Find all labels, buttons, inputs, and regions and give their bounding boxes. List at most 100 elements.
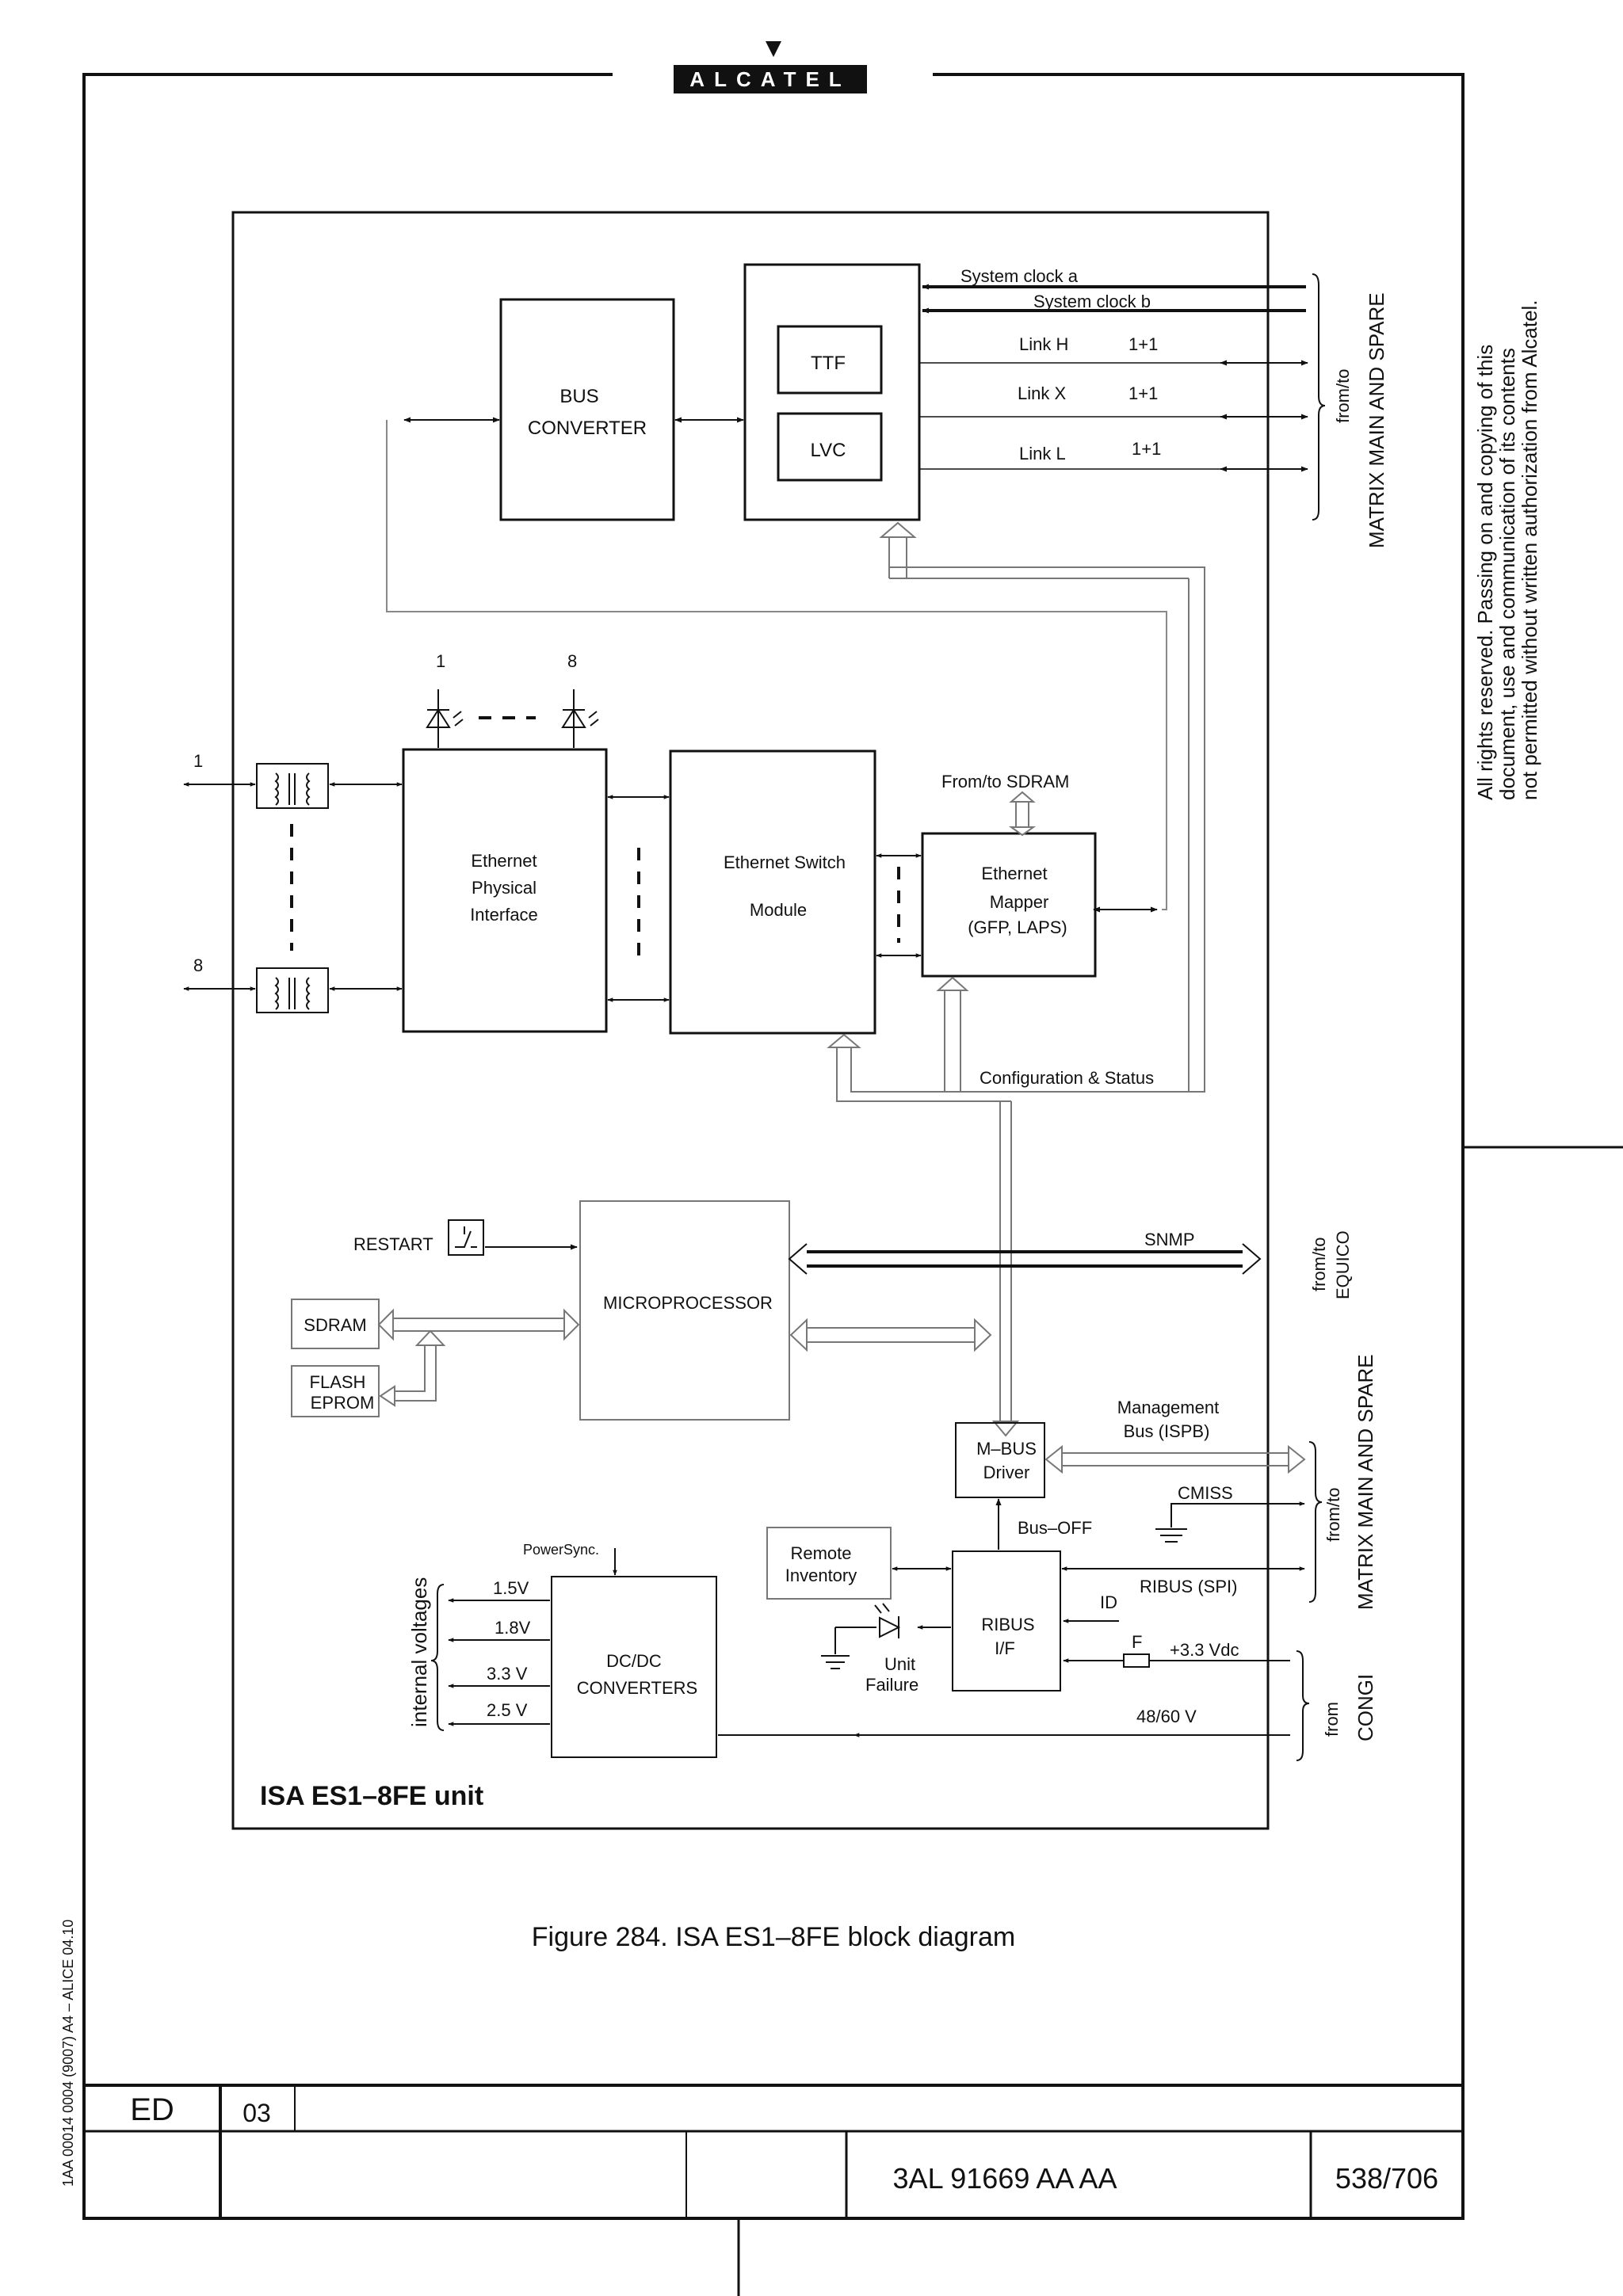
unit-failure-line-2: Failure (865, 1675, 918, 1695)
ttf-label: TTF (811, 353, 846, 374)
equico-from-to: from/to (1309, 1238, 1329, 1291)
link-l-redundancy: 1+1 (1132, 439, 1161, 459)
ribus-if-block: RIBUS I/F (952, 1550, 1061, 1691)
eth-switch-line-1: Ethernet Switch (724, 852, 846, 872)
restart-switch (448, 1219, 578, 1256)
dcdc-line-1: DC/DC (606, 1651, 662, 1671)
doc-number: 3AL 91669 AA AA (893, 2162, 1117, 2195)
ttf-block (777, 325, 883, 395)
copyright-notice: All rights reserved. Passing on and copy… (1473, 299, 1541, 800)
id-label: ID (1100, 1592, 1117, 1612)
config-status-bus-lower (827, 976, 1189, 1437)
copyright-line-1: All rights reserved. Passing on and copy… (1473, 345, 1497, 800)
mbus-line-2: Driver (983, 1463, 1030, 1482)
matrix-top-from-to: from/to (1333, 369, 1353, 423)
link-h-redundancy: 1+1 (1128, 334, 1158, 354)
eth-phy-line-1: Ethernet (471, 851, 537, 871)
page-number: 538/706 (1335, 2162, 1438, 2195)
bus-converter-block: BUS CONVERTER (499, 298, 675, 521)
config-status-bus (879, 521, 1205, 1093)
eth-phy-line-3: Interface (470, 905, 538, 925)
snmp-label: SNMP (1144, 1230, 1195, 1249)
flash-label-1: FLASH (310, 1372, 366, 1392)
figure-caption: Figure 284. ISA ES1–8FE block diagram (532, 1922, 1015, 1952)
management-bus-line-1: Management (1117, 1398, 1219, 1417)
sdram-block: SDRAM (291, 1299, 380, 1349)
flash-label-2: EPROM (311, 1393, 375, 1413)
eth-mapper-line-3: (GFP, LAPS) (968, 917, 1067, 937)
from-to-sdram-label: From/to SDRAM (941, 772, 1069, 791)
management-bus-line-2: Bus (ISPB) (1124, 1421, 1210, 1441)
ed-label: ED (130, 2092, 174, 2127)
remote-inventory-line-2: Inventory (785, 1566, 857, 1585)
page-frame (82, 73, 1623, 2296)
matrix-bottom-from-to: from/to (1323, 1488, 1343, 1542)
internal-voltages-label: internal voltages (407, 1577, 431, 1727)
copyright-line-3: not permitted without written authorizat… (1518, 299, 1541, 800)
led-indicators (426, 689, 599, 748)
bus-off-label: Bus–OFF (1018, 1518, 1092, 1538)
lvc-block (777, 412, 883, 482)
mbus-driver-block: M–BUS Driver (955, 1422, 1045, 1498)
lvc-label: LVC (811, 440, 846, 461)
port-first-label: 1 (193, 751, 203, 771)
unit-boundary (231, 211, 1270, 1830)
ethernet-switch-module-block: Ethernet Switch Module (669, 749, 876, 1035)
power-sync-label: PowerSync. (523, 1542, 599, 1558)
system-clock-a-label: System clock a (960, 266, 1079, 286)
equico-label: EQUICO (1333, 1230, 1353, 1299)
cmiss-line (1155, 1501, 1305, 1543)
lower-braces (1296, 1441, 1323, 1761)
eth-switch-line-2: Module (750, 900, 807, 920)
top-connections (386, 273, 1326, 913)
unit-label: ISA ES1–8FE unit (260, 1781, 483, 1811)
config-status-label: Configuration & Status (980, 1068, 1154, 1088)
link-h-label: Link H (1019, 334, 1068, 354)
eth-phy-line-2: Physical (472, 878, 537, 898)
port-transformers (183, 763, 922, 1013)
v33-label: +3.3 Vdc (1170, 1640, 1239, 1660)
link-x-label: Link X (1018, 383, 1066, 403)
microprocessor-label: MICROPROCESSOR (603, 1293, 773, 1313)
snmp-bus (788, 1243, 1262, 1275)
ribus-if-line-2: I/F (995, 1638, 1015, 1658)
microprocessor-internal-bus (789, 1318, 992, 1352)
logo-text: ALCATEL (689, 67, 850, 91)
eth-mapper-line-1: Ethernet (981, 864, 1047, 883)
bus-converter-line-1: BUS (559, 386, 598, 407)
memory-bus (377, 1308, 580, 1407)
management-bus (1044, 1444, 1306, 1474)
matrix-top-label: MATRIX MAIN AND SPARE (1365, 292, 1388, 548)
ribus-if-line-1: RIBUS (981, 1615, 1034, 1634)
remote-inventory-block: Remote Inventory (766, 1527, 892, 1600)
v25-label: 2.5 V (487, 1700, 528, 1720)
ribus-spi-label: RIBUS (SPI) (1140, 1577, 1237, 1596)
ttf-lvc-block: TTF LVC (743, 263, 921, 521)
ed-value: 03 (242, 2099, 271, 2127)
dcdc-line-2: CONVERTERS (577, 1678, 697, 1698)
fuse-label: F (1132, 1632, 1142, 1652)
v33b-label: 3.3 V (487, 1664, 528, 1684)
ethernet-physical-interface-block: Ethernet Physical Interface (402, 748, 608, 1033)
sdram-hollow-arrow (1008, 791, 1037, 837)
from-label: from (1322, 1702, 1342, 1737)
title-block (84, 2084, 1463, 2218)
v18-label: 1.8V (495, 1618, 531, 1638)
v4860-label: 48/60 V (1136, 1707, 1197, 1726)
matrix-bottom-label: MATRIX MAIN AND SPARE (1354, 1354, 1377, 1610)
alcatel-logo: ALCATEL (674, 41, 867, 93)
voltage-outputs (430, 1584, 550, 1731)
copyright-line-2: document, use and communication of its c… (1495, 348, 1519, 800)
cmiss-label: CMISS (1178, 1483, 1233, 1503)
ribus-connections (718, 1566, 1305, 1737)
bus-converter-line-2: CONVERTER (528, 418, 647, 439)
microprocessor-block: MICROPROCESSOR (579, 1200, 790, 1421)
link-x-redundancy: 1+1 (1128, 383, 1158, 403)
ethernet-mapper-block: Ethernet Mapper (GFP, LAPS) (921, 832, 1097, 978)
led-last-label: 8 (567, 651, 577, 671)
restart-label: RESTART (353, 1234, 433, 1254)
flash-eprom-block: FLASH EPROM (291, 1365, 380, 1417)
link-l-label: Link L (1019, 444, 1066, 463)
system-clock-b-label: System clock b (1033, 292, 1151, 311)
